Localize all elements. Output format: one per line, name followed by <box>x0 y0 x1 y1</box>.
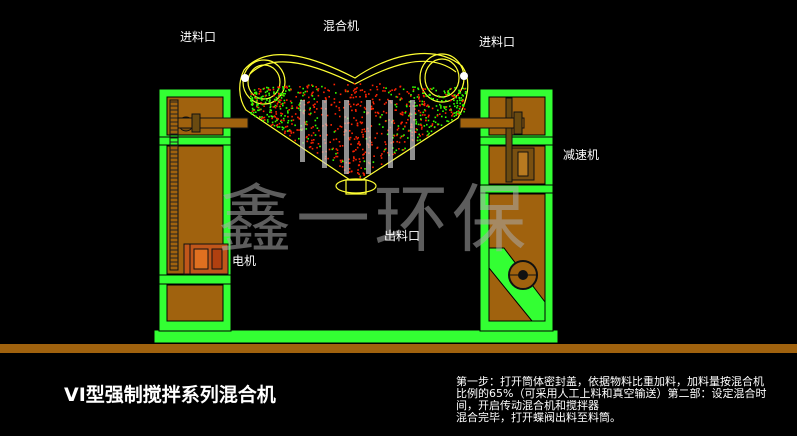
base-plate <box>153 329 559 344</box>
right-column <box>479 88 554 332</box>
label-motor: 电机 <box>232 254 257 268</box>
diagram-title: VI型强制搅拌系列混合机 <box>64 384 276 406</box>
label-mixer: 混合机 <box>323 19 360 33</box>
floor <box>0 344 797 353</box>
description-line: 比例的65%（可采用人工上料和真空输送）第二部：设定混合时 <box>456 388 767 400</box>
right-bearing <box>513 111 523 135</box>
description-line: 间，开启传动混合机和搅拌器 <box>456 400 599 412</box>
left-shaft <box>177 117 249 129</box>
label-reducer: 减速机 <box>563 148 600 162</box>
label-inlet-right: 进料口 <box>479 35 516 49</box>
vessel-hub-right <box>460 72 468 80</box>
label-outlet: 出料口 <box>384 229 421 243</box>
agitator <box>300 100 415 174</box>
right-shaft <box>459 117 525 129</box>
v-vessel <box>239 52 469 195</box>
left-bearing <box>191 113 201 133</box>
label-inlet-left: 进料口 <box>180 30 217 44</box>
vessel-hub-left <box>241 74 249 82</box>
material-particles <box>250 83 467 179</box>
description-line: 混合完毕，打开蝶阀出料至料筒。 <box>456 412 621 424</box>
motor <box>183 243 229 275</box>
description-line: 第一步：打开筒体密封盖，依据物料比重加料，加料量按混合机 <box>456 376 764 388</box>
description: 第一步：打开筒体密封盖，依据物料比重加料，加料量按混合机 比例的65%（可采用人… <box>456 376 794 424</box>
